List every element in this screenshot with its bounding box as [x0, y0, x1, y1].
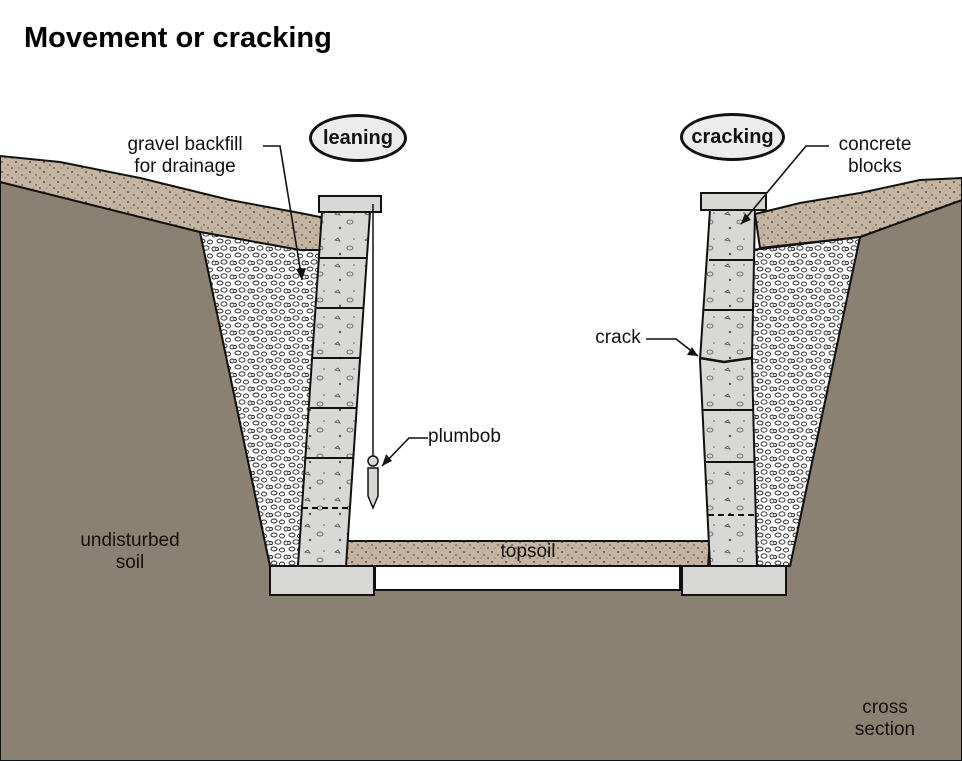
cross-section-label: cross section [854, 697, 916, 740]
undisturbed-soil-label: undisturbed soil [80, 530, 180, 573]
leader-arrowheads [296, 213, 751, 466]
footing-left [269, 565, 375, 596]
cracking-label: cracking [691, 126, 774, 148]
plumbob-label: plumbob [428, 426, 501, 447]
gravel-backfill-label: gravel backfill for drainage [127, 134, 243, 177]
leaning-wall [296, 195, 382, 567]
cracked-wall [698, 192, 767, 567]
cracking-badge: cracking [680, 113, 785, 161]
page-title: Movement or cracking [24, 22, 332, 54]
leaning-label: leaning [322, 127, 393, 149]
crack-label: crack [595, 327, 641, 348]
concrete-blocks-label: concrete blocks [838, 134, 912, 177]
leader-lines [263, 145, 829, 467]
topsoil-label: topsoil [500, 541, 556, 562]
footing-right [681, 565, 787, 596]
leaning-badge: leaning [309, 114, 407, 162]
plumbob-icon [367, 204, 379, 510]
